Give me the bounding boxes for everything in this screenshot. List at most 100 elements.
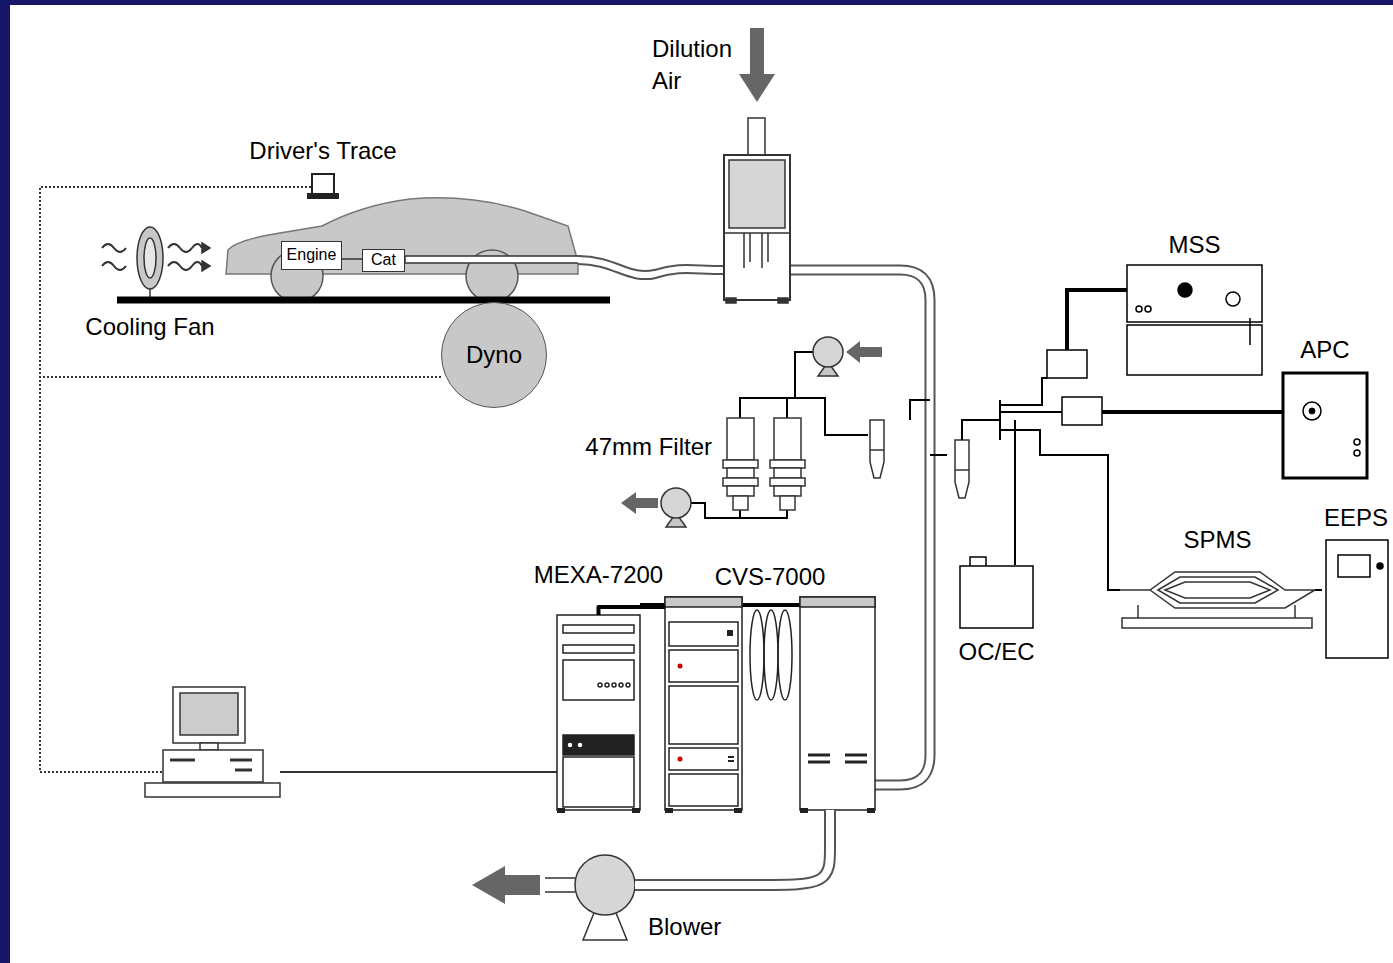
analyzer-cabinets [778, 610, 792, 700]
mss-instrument [1127, 325, 1262, 375]
apc-instrument [1354, 450, 1360, 456]
analyzer-cabinet: MEXA-7200 [557, 615, 640, 810]
node-label: Cat [371, 251, 396, 269]
analyzer-cabinets [557, 630, 875, 813]
node-label: MSS [1168, 231, 1220, 259]
ocec-sampler [960, 566, 1033, 628]
apc-instrument [1309, 408, 1315, 414]
filter-holder [727, 486, 754, 496]
analyzer-cabinets [605, 683, 609, 687]
mss-instrument [1178, 283, 1192, 297]
computer-icon [230, 759, 252, 762]
spms-instrument [1120, 572, 1315, 628]
control-wiring [40, 187, 557, 772]
blower-body [545, 855, 635, 940]
node-label: MEXA-7200 [534, 561, 663, 589]
analyzer-cabinets [728, 756, 734, 758]
dilution-tunnel [724, 118, 790, 303]
spms-instrument [1120, 572, 1315, 608]
analyzer-cabinets [567, 742, 573, 748]
connector-stroke [635, 810, 830, 885]
control-wiring [40, 376, 441, 378]
spms-instrument [1158, 577, 1278, 603]
analyzer-cabinets [567, 683, 630, 748]
dynamometer-roll: Dyno [441, 302, 547, 408]
analyzer-cabinets [563, 757, 634, 807]
spms-instrument [1122, 618, 1312, 628]
computer-icon [145, 783, 280, 797]
blower-body [545, 878, 575, 892]
analyzer-cabinets [563, 735, 634, 755]
analyzer-cabinets [563, 625, 634, 633]
analyzer-cabinets [612, 683, 616, 687]
analyzer-cabinets [845, 754, 867, 757]
mss-instrument [1249, 318, 1251, 345]
filter-sampling-train [691, 352, 930, 518]
analyzer-cabinets [800, 597, 875, 607]
vehicle [405, 256, 580, 263]
node-label: Blower [648, 913, 721, 941]
eeps-instrument [1326, 540, 1388, 658]
cooling-fan [102, 227, 210, 298]
exhaust-transfer-pipe [578, 260, 724, 275]
impactor-symbol [1062, 397, 1102, 425]
analyzer-cabinets [678, 757, 683, 762]
blower-icon: Blower [575, 855, 635, 915]
dilution-tunnel [724, 232, 790, 234]
sample-probe [955, 440, 969, 498]
analyzer-cabinets [598, 683, 602, 687]
dilution-tunnel [726, 298, 736, 303]
filter-holder: 47mm Filter [720, 405, 808, 517]
sample-probe [870, 449, 884, 451]
connector-stroke [599, 607, 666, 615]
sampler-box: OC/EC [960, 557, 1033, 628]
dilution-tunnel [748, 118, 765, 156]
analyzer-cabinets [632, 808, 640, 813]
filter-holder [774, 418, 801, 460]
particle-sampling-manifold [1014, 420, 1016, 565]
analyzer-cabinets [727, 630, 733, 636]
node-label: Engine [287, 246, 337, 264]
spectrometer-body: SPMS [1120, 560, 1315, 628]
computer-icon [145, 687, 280, 797]
cvs-cabinet: CVS-7000 [665, 597, 875, 810]
particle-sampling-manifold [1000, 411, 1062, 413]
mss-instrument [1145, 306, 1151, 312]
particle-sampling-manifold [930, 290, 1312, 590]
dilution-tunnel [724, 155, 790, 300]
analyzer-cabinets [734, 808, 742, 813]
eeps-instrument [1326, 540, 1388, 658]
dilution-tunnel [778, 298, 788, 303]
computer-icon [173, 687, 245, 743]
cooling-fan [102, 262, 126, 270]
connector-stroke [1315, 589, 1322, 591]
filter-holder [723, 478, 758, 486]
analyzer-cabinets [577, 742, 583, 748]
mss-instrument [1226, 292, 1240, 306]
cooling-fan [102, 244, 126, 252]
analyzer-cabinets [665, 597, 742, 810]
fan-icon: Cooling Fan [120, 225, 180, 295]
analyzer-cabinets [669, 686, 738, 744]
node-label: EEPS [1324, 504, 1388, 532]
sample-probe [955, 469, 969, 471]
dilution-air-arrow [750, 28, 764, 76]
filter-holder [727, 418, 754, 460]
driver-trace-monitor [308, 194, 338, 198]
impactor-symbol [1047, 350, 1087, 378]
analyzer-cabinets [563, 660, 634, 700]
cooling-fan [168, 244, 202, 252]
engine-box: Engine [281, 241, 342, 270]
filter-holder [723, 460, 758, 468]
filter-holder [770, 478, 805, 486]
analyzer-cabinets [669, 650, 738, 682]
sample-probe [870, 420, 969, 498]
mss-instrument [1136, 306, 1142, 312]
analyzer-cabinets [557, 597, 875, 813]
vehicle [226, 198, 580, 302]
filter-sampling-train [910, 400, 930, 420]
cooling-fan [168, 262, 202, 270]
mss-instrument [1127, 265, 1262, 375]
node-label: OC/EC [959, 638, 1035, 666]
